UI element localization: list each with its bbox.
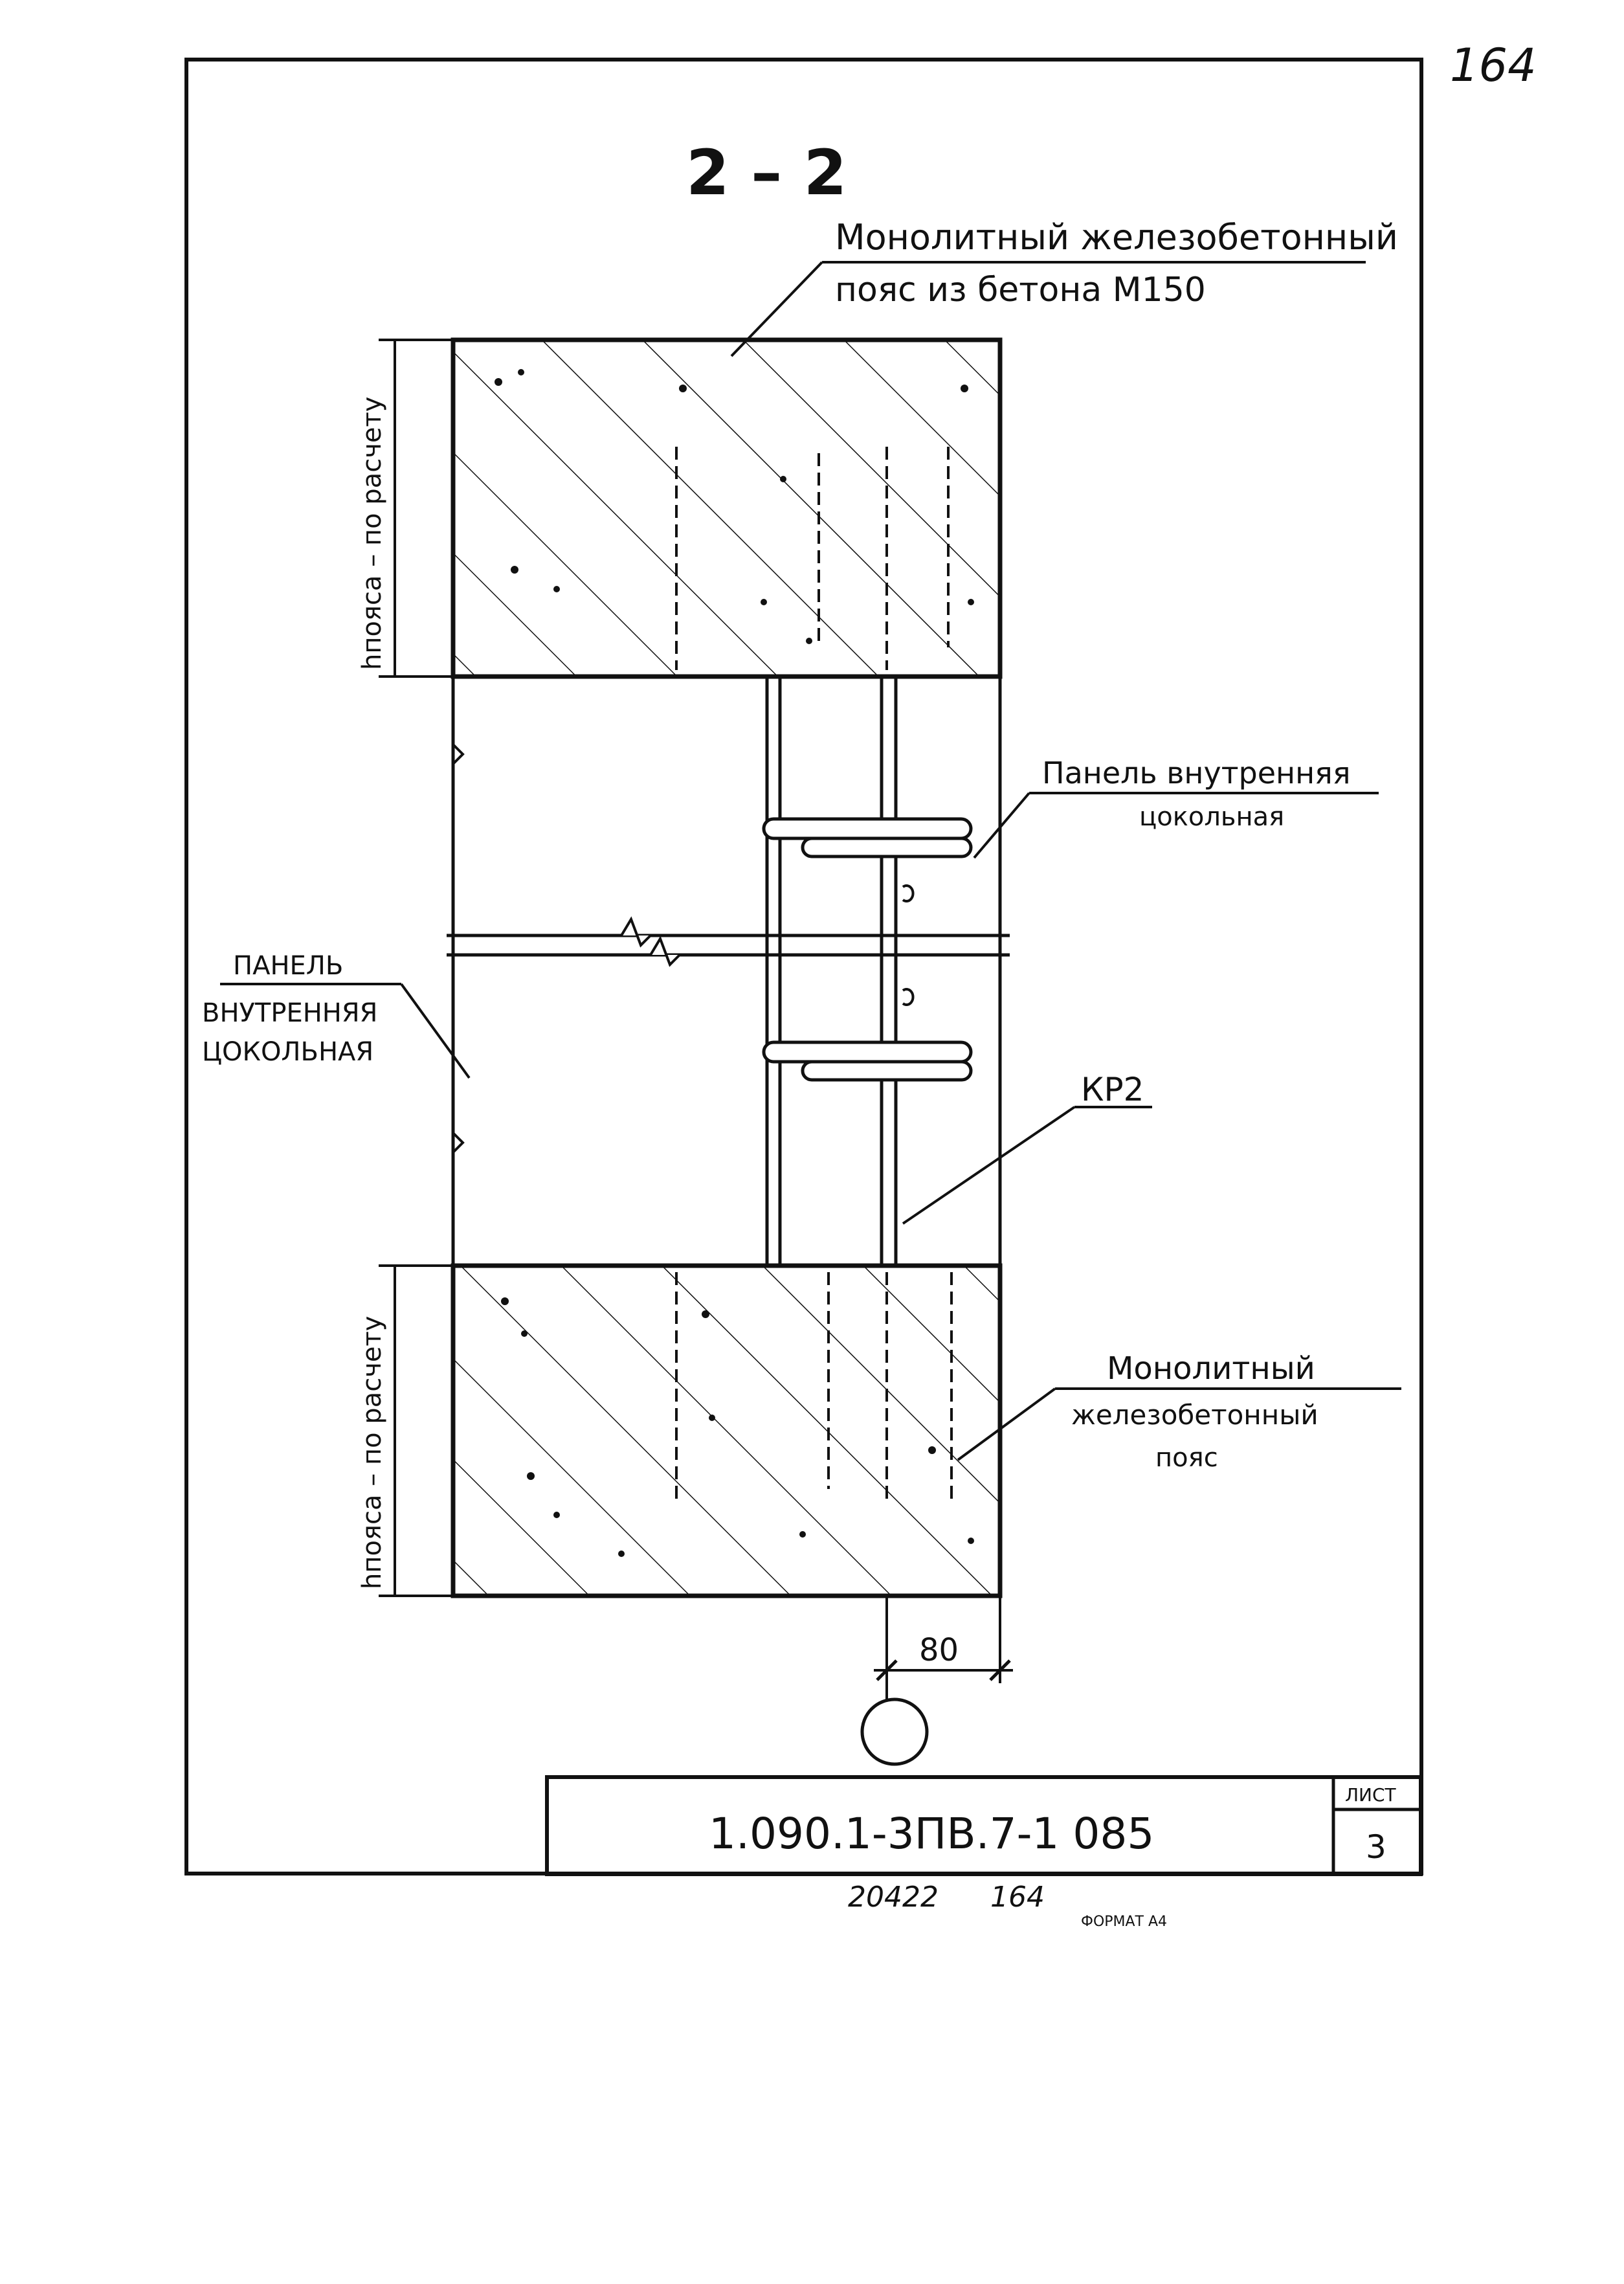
panel-zone: [447, 675, 1010, 1268]
title-block-code: 1.090.1-3ПВ.7-1 085: [709, 1809, 1154, 1859]
section-title: 2 – 2: [686, 137, 847, 209]
panel-right-callout-line1: Панель внутренняя: [1042, 756, 1351, 790]
width-dimension: 80: [874, 1596, 1013, 1699]
bottom-height-dimension: hпояса – по расчету: [357, 1264, 453, 1597]
title-block-sheet-number: 3: [1366, 1828, 1386, 1866]
footer-inventory: 20422: [848, 1881, 939, 1914]
bottom-belt-leader: [957, 1387, 1056, 1461]
panel-left-callout-line3: ЦОКОЛЬНАЯ: [202, 1037, 373, 1067]
kp2-callout: КР2: [1081, 1071, 1144, 1108]
section-marker: [860, 1697, 929, 1766]
bottom-belt-callout-line2: железобетонный: [1071, 1399, 1318, 1431]
panel-left-leader: [400, 983, 471, 1079]
top-belt-callout-line2: пояс из бетона М150: [835, 271, 1206, 309]
footer-page: 164: [990, 1881, 1045, 1914]
panel-right-leader: [973, 792, 1030, 859]
top-belt: [450, 337, 1003, 679]
panel-left-callout-line1: ПАНЕЛЬ: [233, 951, 343, 981]
panel-left-callout-line2: ВНУТРЕННЯЯ: [202, 998, 377, 1028]
bottom-belt-callout-line3: пояс: [1155, 1443, 1218, 1473]
corner-mark: 164: [1450, 39, 1537, 92]
top-height-label: hпояса – по расчету: [357, 397, 387, 670]
kp2-leader: [902, 1106, 1076, 1225]
bottom-height-label: hпояса – по расчету: [357, 1316, 387, 1589]
width-label: 80: [919, 1632, 959, 1668]
bottom-belt-callout-line1: Монолитный: [1107, 1350, 1315, 1387]
footer-format: ФОРМАТ А4: [1081, 1914, 1167, 1930]
top-belt-callout-line1: Монолитный железобетонный: [835, 217, 1398, 258]
title-block: 1.090.1-3ПВ.7-1 085 ЛИСТ 3: [545, 1775, 1423, 1876]
panel-right-callout-line2: цокольная: [1139, 802, 1284, 832]
bottom-belt: [450, 1263, 1003, 1598]
title-block-sheet-label: ЛИСТ: [1345, 1784, 1397, 1806]
top-height-dimension: hпояса – по расчету: [357, 339, 453, 678]
sheet-frame: [184, 58, 1423, 1875]
